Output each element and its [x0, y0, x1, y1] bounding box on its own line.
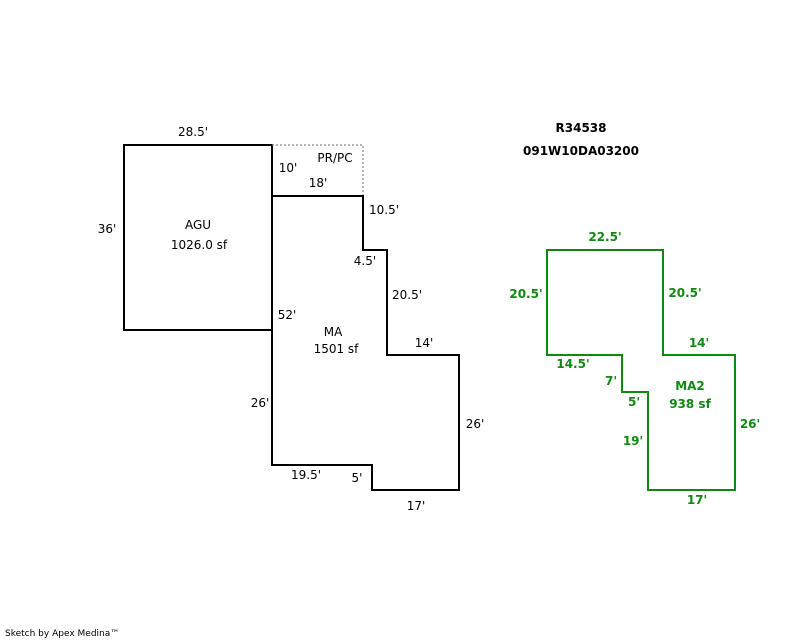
- parcel-account: R34538: [556, 121, 607, 135]
- ma2-dim-a: 7': [605, 374, 617, 388]
- ma2-left-dim: 20.5': [509, 287, 542, 301]
- ma2-area: 938 sf: [669, 397, 711, 411]
- ma-name: MA: [324, 325, 343, 339]
- agu-name: AGU: [185, 218, 211, 232]
- ma2-name: MA2: [675, 379, 705, 393]
- prpc-name: PR/PC: [317, 151, 352, 165]
- ma-dim-9: 26': [251, 396, 270, 410]
- ma2-outline: [546, 249, 736, 491]
- ma-dim-10: 52': [278, 308, 297, 322]
- prpc-bottom-dim: 18': [309, 176, 328, 190]
- ma2-side-dim: 26': [740, 417, 760, 431]
- ma-dim-7: 5': [352, 471, 363, 485]
- prpc-outline: [272, 144, 364, 196]
- agu-left-dim: 36': [98, 222, 117, 236]
- ma2-right-dim: 20.5': [668, 286, 701, 300]
- ma-dim-2: 4.5': [354, 254, 376, 268]
- ma-dim-3: 20.5': [392, 288, 422, 302]
- ma2-top-dim: 22.5': [588, 230, 621, 244]
- ma-dim-6: 17': [407, 499, 426, 513]
- ma2-step-dim: 14': [689, 336, 709, 350]
- agu-top-dim: 28.5': [178, 125, 208, 139]
- ma-outline: [271, 195, 460, 491]
- prpc-side-dim: 10': [279, 161, 298, 175]
- ma-dim-5: 26': [466, 417, 485, 431]
- agu-area: 1026.0 sf: [171, 238, 228, 252]
- ma2-dim-b: 5': [628, 395, 640, 409]
- ma2-dim-c: 19': [623, 434, 643, 448]
- ma2-step-left-dim: 14.5': [556, 357, 589, 371]
- parcel-map-number: 091W10DA03200: [523, 144, 639, 158]
- ma-dim-1: 10.5': [369, 203, 399, 217]
- sketch-credit: Sketch by Apex Medina™: [5, 629, 119, 639]
- ma-area: 1501 sf: [314, 342, 360, 356]
- ma2-bottom-dim: 17': [687, 493, 707, 507]
- ma-dim-8: 19.5': [291, 468, 321, 482]
- ma-dim-4: 14': [415, 336, 434, 350]
